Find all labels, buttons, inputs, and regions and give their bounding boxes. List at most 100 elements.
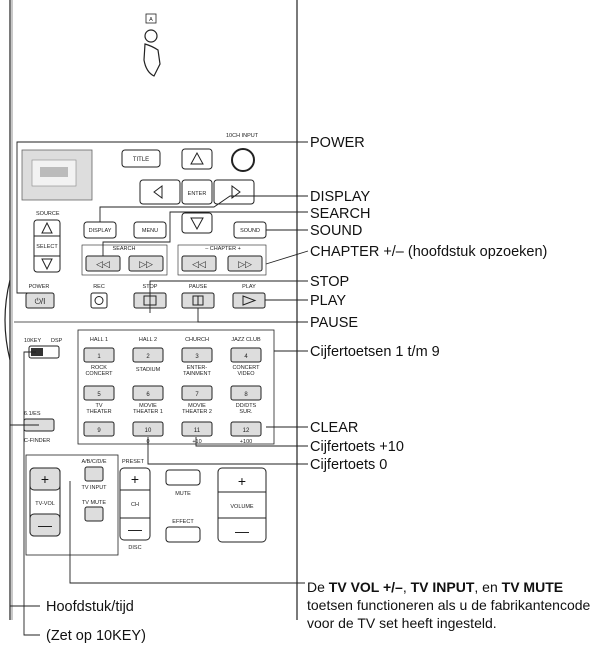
number-key-digit: 9 <box>97 428 101 434</box>
callout-plus10: Cijfertoets +10 <box>310 439 404 455</box>
callout-hoofdstuk: Hoofdstuk/tijd <box>46 599 134 615</box>
left-arrow-icon <box>153 185 163 199</box>
number-key-digit: 6 <box>146 392 150 398</box>
label-dsp: DSP <box>51 338 63 344</box>
number-key-digit: 1 <box>97 354 101 360</box>
direction-pad[interactable] <box>139 148 255 234</box>
effect-label: EFFECT <box>172 519 194 525</box>
number-key-mode-label: THEATER <box>86 409 111 415</box>
pause-button[interactable] <box>181 292 215 309</box>
note-tv-vol: TV VOL +/– <box>328 579 403 595</box>
leader-lines <box>9 141 309 636</box>
number-key-mode-label: THEATER 2 <box>182 409 212 415</box>
chapter-plus-button[interactable]: ▷▷ <box>227 255 263 272</box>
number-key-mode-label: MOVIE <box>188 403 206 409</box>
number-key-mode-label: THEATER 1 <box>133 409 163 415</box>
tv-note: De TV VOL +/–, TV INPUT, en TV MUTE toet… <box>307 578 607 632</box>
tv-input-button[interactable] <box>84 466 104 482</box>
input-knob[interactable] <box>231 148 255 172</box>
disc-label: DISC <box>128 545 141 551</box>
volume-rocker[interactable]: + — <box>217 467 267 543</box>
fast-forward-icon: ▷▷ <box>139 259 153 269</box>
number-key-digit: 11 <box>194 428 201 434</box>
number-key-mode-label: MOVIE <box>139 403 157 409</box>
number-key-4[interactable]: 4 JAZZ CLUB <box>230 337 262 363</box>
menu-button[interactable]: MENU <box>133 221 167 239</box>
search-fwd-button[interactable]: ▷▷ <box>128 255 164 272</box>
label-cfinder: C-FINDER <box>24 438 50 444</box>
callout-display: DISPLAY <box>310 189 371 205</box>
power-button[interactable]: ⏻/I <box>25 292 55 309</box>
abcde-label: A/B/C/D/E <box>81 459 106 465</box>
power-label: POWER <box>29 284 50 290</box>
note-sep1: , <box>402 579 411 595</box>
enter-button <box>181 179 213 205</box>
number-key-mode-label: HALL 1 <box>90 337 108 343</box>
title-button[interactable]: TITLE <box>121 149 161 168</box>
number-key-digit: 4 <box>244 354 248 360</box>
number-key-digit: 12 <box>243 428 250 434</box>
rewind-icon: ◁◁ <box>96 259 110 269</box>
label-plus100: +100 <box>240 439 252 445</box>
tv-vol-label: TV-VOL <box>35 501 55 507</box>
note-rest: toetsen functioneren als u de fabrikante… <box>307 597 591 631</box>
chapter-prev-icon: ◁◁ <box>192 259 206 269</box>
number-key-mode-label: DD/DTS <box>236 403 257 409</box>
number-key-digit: 7 <box>195 392 199 398</box>
up-arrow-icon <box>190 151 204 165</box>
play-icon <box>242 295 257 306</box>
note-tv-mute: TV MUTE <box>501 579 564 595</box>
callouts: POWER DISPLAY SEARCH SOUND CHAPTER +/– (… <box>46 135 547 644</box>
preset-label: PRESET <box>122 459 145 465</box>
number-key-mode-label: JAZZ CLUB <box>231 337 261 343</box>
chapter-minus-button[interactable]: ◁◁ <box>181 255 217 272</box>
tv-input-label: TV INPUT <box>81 485 107 491</box>
source-select[interactable] <box>33 219 61 273</box>
callout-zero: Cijfertoets 0 <box>310 457 387 473</box>
display-button[interactable]: DISPLAY <box>83 221 117 239</box>
right-arrow-icon <box>231 185 241 199</box>
mute-button[interactable] <box>165 469 201 486</box>
callout-zet: (Zet op 10KEY) <box>46 628 146 644</box>
callout-play: PLAY <box>310 293 346 309</box>
callout-power: POWER <box>310 135 365 151</box>
chapter-group <box>177 244 267 276</box>
enter-label: ENTER <box>188 191 207 197</box>
ch-plus-icon: + <box>131 471 139 487</box>
callout-stop: STOP <box>310 274 349 290</box>
pause-label: PAUSE <box>189 284 208 290</box>
search-back-button[interactable]: ◁◁ <box>85 255 121 272</box>
sound-button[interactable]: SOUND <box>233 221 267 239</box>
search-label: SEARCH <box>113 246 136 252</box>
tv-vol-rocker[interactable]: + — <box>29 467 61 537</box>
title-button-label: TITLE <box>133 157 149 163</box>
tv-vol-minus-icon: — <box>38 517 52 533</box>
source-up-icon <box>41 221 53 234</box>
down-button <box>181 212 213 234</box>
number-key-mode-label: SUR. <box>239 409 253 415</box>
tv-mute-button[interactable] <box>84 506 104 522</box>
number-key-6[interactable]: 6 STADIUM <box>132 367 164 401</box>
play-button[interactable] <box>232 292 266 309</box>
number-key-mode-label: STADIUM <box>136 367 161 373</box>
preset-ch-rocker[interactable]: + — <box>119 467 151 541</box>
number-key-digit: 3 <box>195 354 199 360</box>
effect-button[interactable] <box>165 526 201 543</box>
right-button <box>213 179 255 205</box>
ch-minus-icon: — <box>128 521 142 537</box>
sound-button-label: SOUND <box>240 228 260 234</box>
rec-button[interactable] <box>90 292 108 309</box>
number-key-1[interactable]: 1 HALL 1 <box>83 337 115 363</box>
volume-plus-icon: + <box>238 473 246 489</box>
number-key-digit: 8 <box>244 392 248 398</box>
